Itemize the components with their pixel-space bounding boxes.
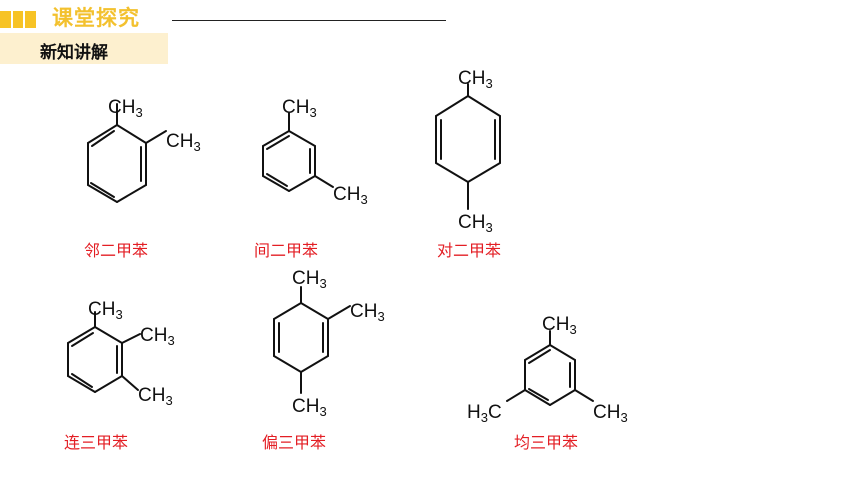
compound-name-pseudocumene: 偏三甲苯 bbox=[262, 433, 327, 452]
methyl-label: CH3 bbox=[458, 68, 493, 91]
methyl-label: CH3 bbox=[140, 325, 175, 348]
pseudocumene-structure: CH3 CH3 CH3 bbox=[273, 268, 385, 419]
methyl-label: CH3 bbox=[282, 97, 317, 120]
methyl-label: CH3 bbox=[88, 299, 123, 322]
compound-name-mesitylene: 均三甲苯 bbox=[514, 433, 579, 452]
page-title: 课堂探究 bbox=[52, 6, 140, 30]
methyl-label: CH3 bbox=[458, 212, 493, 235]
methyl-label: CH3 bbox=[166, 131, 201, 154]
title-underline bbox=[172, 20, 446, 21]
compound-name-meta: 间二甲苯 bbox=[254, 241, 319, 260]
methyl-label: CH3 bbox=[593, 402, 628, 425]
compound-name-hemimellitene: 连三甲苯 bbox=[64, 433, 129, 452]
ortho-xylene-structure: CH3 CH3 bbox=[87, 97, 201, 203]
methyl-label: CH3 bbox=[542, 314, 577, 337]
compound-name-ortho: 邻二甲苯 bbox=[84, 241, 149, 260]
methyl-label: CH3 bbox=[333, 184, 368, 207]
methyl-label: CH3 bbox=[138, 385, 173, 408]
subtitle-banner: 新知讲解 bbox=[0, 33, 168, 64]
methyl-label: CH3 bbox=[350, 301, 385, 324]
meta-xylene-structure: CH3 CH3 bbox=[262, 97, 368, 207]
hemimellitene-structure: CH3 CH3 CH3 bbox=[67, 299, 175, 408]
para-xylene-structure: CH3 CH3 bbox=[435, 68, 501, 235]
methyl-label-left: H3C bbox=[467, 402, 502, 425]
methyl-label: CH3 bbox=[108, 97, 143, 120]
compound-name-para: 对二甲苯 bbox=[437, 241, 502, 260]
methyl-label: CH3 bbox=[292, 268, 327, 291]
methyl-label: CH3 bbox=[292, 396, 327, 419]
header-bars-icon bbox=[0, 11, 36, 28]
section-subtitle: 新知讲解 bbox=[40, 43, 108, 63]
mesitylene-structure: CH3 CH3 H3C bbox=[467, 314, 628, 425]
